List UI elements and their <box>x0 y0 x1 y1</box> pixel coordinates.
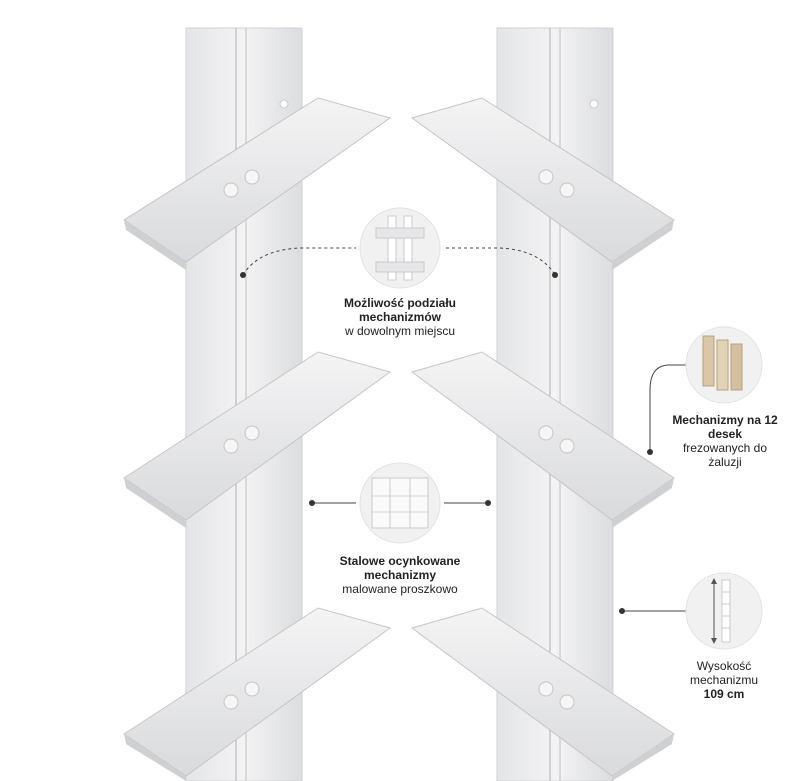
callout-division: Możliwość podziału mechanizmów w dowolny… <box>320 296 480 338</box>
callout-steel-connector <box>309 500 491 506</box>
callout-height-text: Wysokość mechanizmu <box>689 659 759 687</box>
callout-height-connector <box>619 608 686 614</box>
left-slat-2 <box>123 351 392 528</box>
callout-height-value: 109 cm <box>703 687 745 701</box>
callout-height: Wysokość mechanizmu 109 cm <box>672 659 776 701</box>
callout-boards-title: Mechanizmy na 12 desek <box>672 413 778 441</box>
division-thumbnail <box>359 207 441 289</box>
callout-division-connector <box>240 247 558 278</box>
callout-boards: Mechanizmy na 12 desek frezowanych do ża… <box>670 413 780 469</box>
right-slat-3 <box>410 607 675 781</box>
callout-boards-connector <box>647 364 686 455</box>
wood-boards-thumbnail <box>685 326 763 404</box>
right-slat-1 <box>410 97 675 270</box>
callout-steel: Stalowe ocynkowane mechanizmy malowane p… <box>318 554 482 596</box>
callout-boards-text: frezowanych do żaluzji <box>682 441 768 469</box>
callout-steel-text: malowane proszkowo <box>342 582 458 596</box>
callout-division-title: Możliwość podziału mechanizmów <box>343 296 456 324</box>
callout-steel-title: Stalowe ocynkowane mechanizmy <box>339 554 461 582</box>
callout-division-text: w dowolnym miejscu <box>344 324 456 338</box>
height-thumbnail <box>685 572 763 650</box>
left-slat-1 <box>123 97 392 270</box>
left-slat-3 <box>123 607 392 781</box>
steel-thumbnail <box>359 462 441 544</box>
right-slat-2 <box>410 351 675 528</box>
